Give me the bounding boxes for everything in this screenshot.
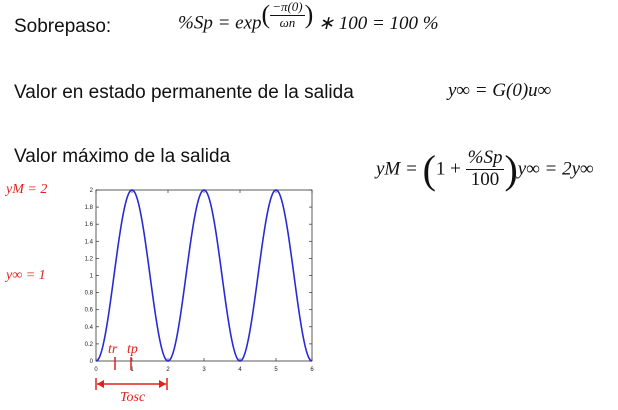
y-tick-label: 0.2 [85,342,94,348]
steady-state-label: Valor en estado permanente de la salida [14,82,354,103]
y-tick-label: 2 [90,188,94,194]
x-tick-label: 1 [130,367,134,373]
x-tick-label: 2 [166,367,170,373]
steady-state-formula: y∞ = G(0)u∞ [448,80,552,101]
tosc-arrow-right [159,380,166,388]
annotation-tosc: Tosc [120,390,146,405]
chart-series [95,189,313,362]
overshoot-exp-num: −π(0) [270,0,305,16]
y-tick-label: 0.8 [85,291,94,297]
x-tick-label: 4 [238,367,242,373]
annotation-tp-text: tp [127,342,138,357]
max-value-label: Valor máximo de la salida [14,146,231,167]
overshoot-formula-lhs: %Sp = exp [178,12,262,34]
annotation-tp: tp [127,342,138,358]
tosc-arrow-left [97,380,104,388]
annotation-tr-text: tr [108,342,118,357]
overshoot-formula: %Sp = exp(−π(0)ωn) ∗ 100 = 100 % [178,0,439,42]
max-value-one-plus: 1 + [435,158,461,180]
overshoot-label: Sobrepaso: [14,16,112,37]
y-tick-label: 0.4 [85,325,94,331]
y-tick-label: 0.6 [85,308,94,314]
max-value-frac-den: 100 [470,169,500,190]
y-tick-label: 1.6 [85,222,94,228]
annotation-y-max: yM = 2 [6,182,48,197]
y-tick-label: 0 [90,359,94,365]
max-value-lhs: yM = [376,158,418,180]
series-line [95,189,313,362]
max-value-frac-num: %Sp [465,147,505,170]
y-tick-label: 1.4 [85,239,94,245]
max-value-paren-right: ) [504,147,518,192]
annotation-tr: tr [108,342,117,358]
annotation-y-inf: y∞ = 1 [6,268,46,283]
overshoot-formula-rhs: ∗ 100 = 100 % [318,13,439,35]
chart-ticks: 0 1 2 3 4 5 6 0 0.2 0.4 0.6 0.8 1 1.2 1.4 1.6 1.8 2 [85,188,315,373]
y-tick-label: 1.2 [85,256,94,262]
overshoot-exponent: (−π(0)ωn) [261,0,314,30]
x-tick-label: 6 [310,367,314,373]
x-tick-label: 5 [274,367,278,373]
overshoot-exp-den: ωn [279,14,296,30]
y-tick-label: 1.8 [85,205,94,211]
x-tick-label: 3 [202,367,206,373]
max-value-paren-left: ( [422,147,436,192]
chart-annotations [95,357,168,390]
x-tick-label: 0 [94,367,98,373]
plot-frame [95,189,313,362]
chart-axes [95,189,313,362]
overshoot-exp-fraction: −π(0)ωn [270,0,305,30]
y-tick-label: 1 [90,274,94,280]
max-value-rhs: y∞ = 2y∞ [517,158,594,180]
